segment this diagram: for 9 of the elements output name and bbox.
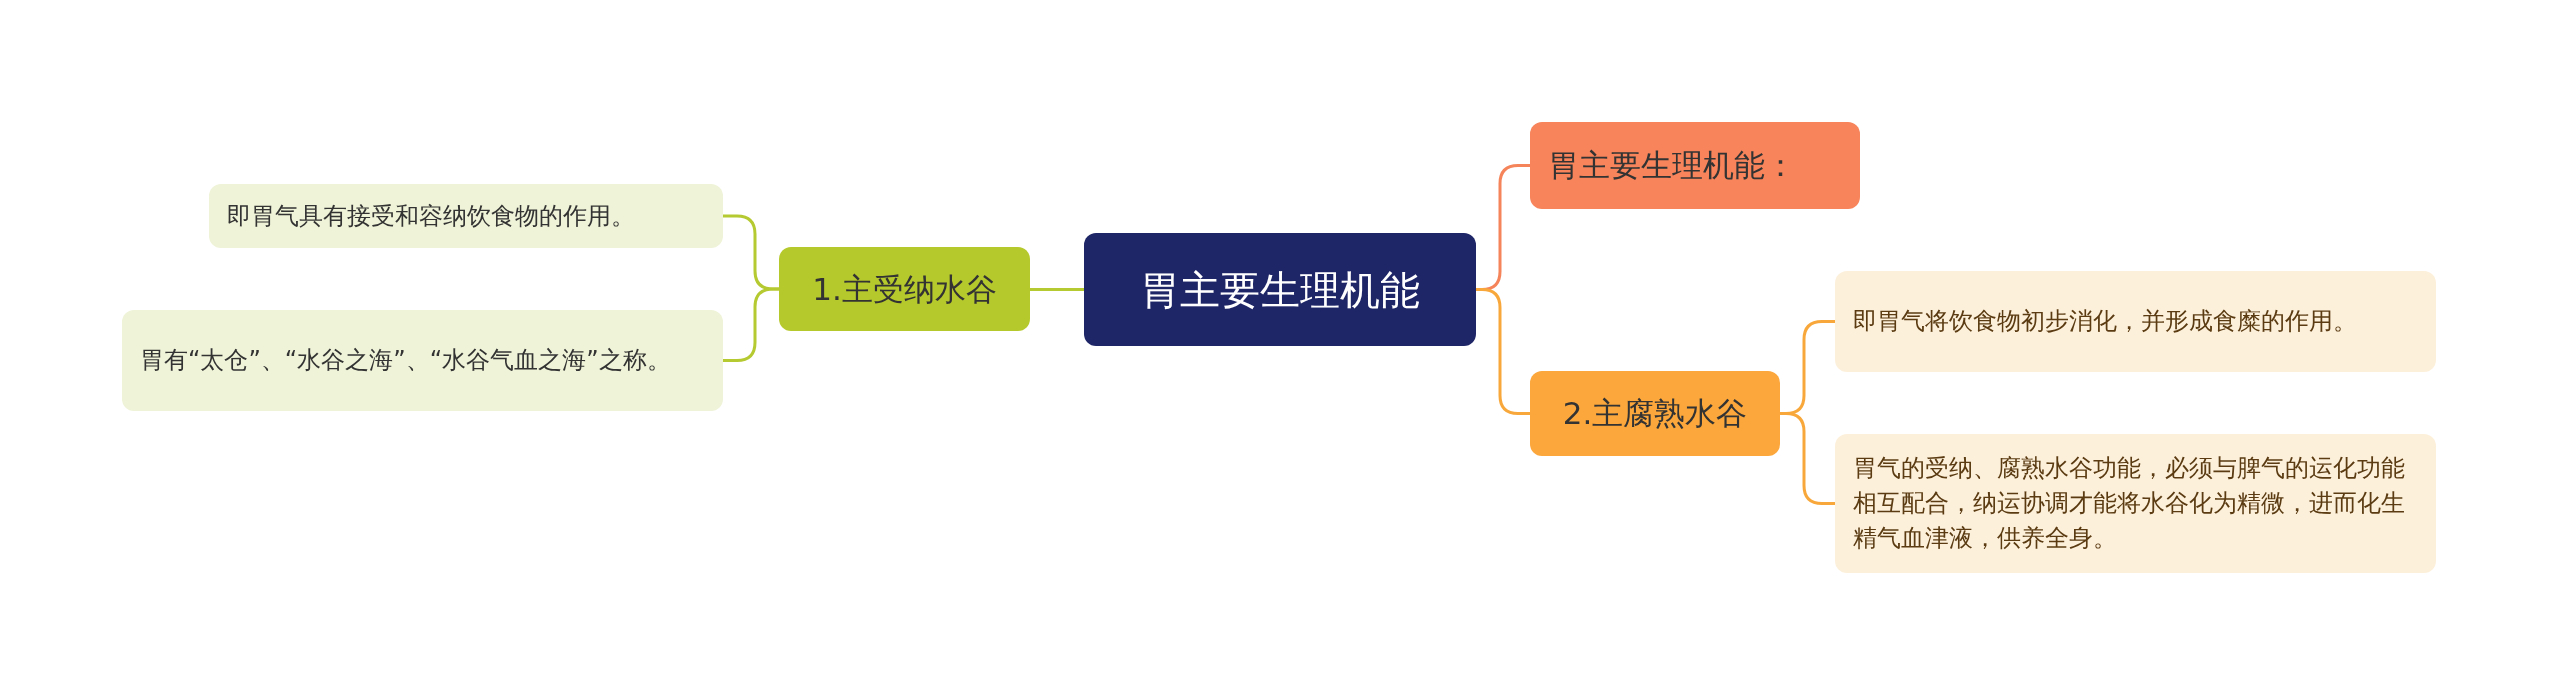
note-box: 胃气的受纳、腐熟水谷功能，必须与脾气的运化功能相互配合，纳运协调才能将水谷化为精微，进而化生精气血津液，供养全身。 — [1835, 434, 2436, 573]
topic-box: 2.主腐熟水谷 — [1530, 371, 1780, 456]
note-box: 胃有“太仓”、“水谷之海”、“水谷气血之海”之称。 — [122, 310, 723, 411]
connector-line — [1030, 288, 1084, 291]
topic-box: 胃主要生理机能： — [1530, 122, 1860, 209]
note-box: 即胃气将饮食物初步消化，并形成食糜的作用。 — [1835, 271, 2436, 372]
note-box: 即胃气具有接受和容纳饮食物的作用。 — [209, 184, 723, 248]
topic-box: 1.主受纳水谷 — [779, 247, 1030, 331]
central-topic-box: 胃主要生理机能 — [1084, 233, 1476, 346]
